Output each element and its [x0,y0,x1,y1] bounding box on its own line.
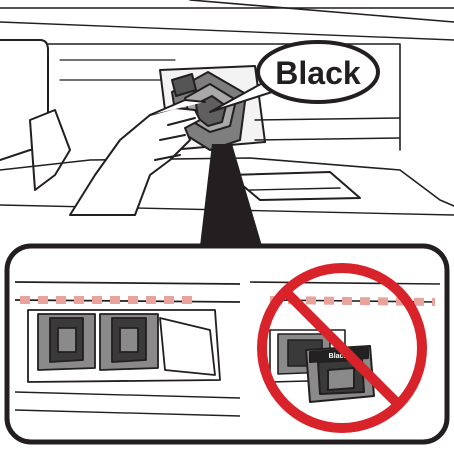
callout-label: Black [275,55,361,91]
hand [70,100,205,215]
